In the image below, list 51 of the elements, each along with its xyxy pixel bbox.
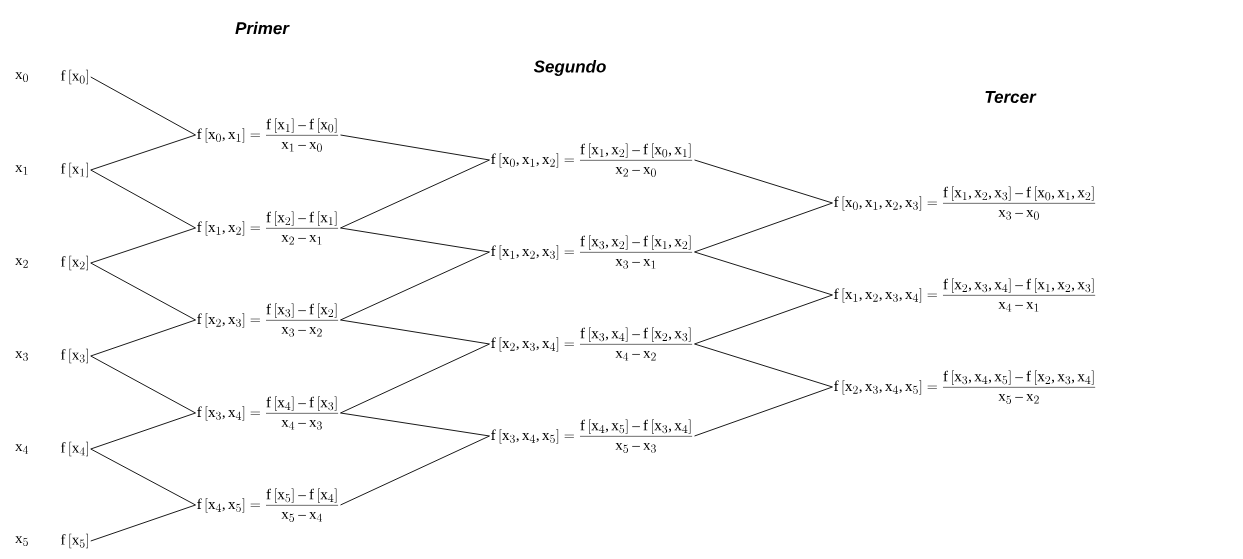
formula: $f\left[x_{2},x_{3},x_{4},x_{5}\right]=\frac{f\left[x_{3},x_{4},x_{5}\right]-f\left[x_{2},x_{3},x_{4}\right]}{x_{5}-x_{2}}$ [834,370,1096,404]
connector-line [340,251,490,321]
connector-line [90,448,196,506]
formula: $f\left[x_{1},x_{2}\right]=\frac{f\left[x_{2}\right]-f\left[x_{1}\right]}{x_{2}-x_{1}}$ [197,211,339,245]
connector-line [340,343,490,414]
connector-line [90,319,196,357]
connector-line [90,227,196,264]
formula: $f\left[x_{3},x_{4},x_{5}\right]=\frac{f\left[x_{4},x_{5}\right]-f\left[x_{3},x_{4}\right]}{x_{5}-x_{3}}$ [491,419,693,453]
connector-line [340,227,490,253]
value-label: $f\left[x_{5}\right]$ [60,533,88,549]
node-label: $x_{2}$ [15,258,28,268]
value-label: $f\left[x_{1}\right]$ [60,162,88,178]
connector-line [90,76,196,136]
node-label: $x_{4}$ [15,444,29,454]
connector-line [90,412,196,450]
connector-line [90,355,196,414]
formula: $f\left[x_{0},x_{1}\right]=\frac{f\left[x_{1}\right]-f\left[x_{0}\right]}{x_{1}-x_{0}}$ [197,118,339,152]
connector-line [90,504,196,542]
column-heading: Tercer [985,91,1037,103]
connector-line [694,251,833,296]
connector-line [90,262,196,321]
formula: $f\left[x_{1},x_{2},x_{3}\right]=\frac{f\left[x_{3},x_{2}\right]-f\left[x_{1},x_{2}\right]}{x_{3}-x_{1}}$ [491,235,693,269]
formula: $f\left[x_{2},x_{3}\right]=\frac{f\left[x_{3}\right]-f\left[x_{2}\right]}{x_{3}-x_{2}}$ [197,303,339,337]
column-heading: Primer [235,21,290,35]
connector-line [694,294,833,345]
connector-line [340,412,490,437]
node-label: $x_{3}$ [15,351,28,362]
connector-line [90,134,196,171]
value-label: $f\left[x_{4}\right]$ [60,441,88,457]
connector-line [90,169,196,229]
value-label: $f\left[x_{0}\right]$ [60,69,88,85]
formula: $f\left[x_{1},x_{2},x_{3},x_{4}\right]=\frac{f\left[x_{2},x_{3},x_{4}\right]-f\left[x_{1},x_{2},x_{3}\right]}{x_{4}-x_{1}}$ [834,278,1096,312]
connector-line [340,159,490,229]
connector-line [694,343,833,388]
node-label: $x_{0}$ [15,72,28,83]
connector-line [694,386,833,437]
formula: $f\left[x_{3},x_{4}\right]=\frac{f\left[x_{4}\right]-f\left[x_{3}\right]}{x_{4}-x_{3}}$ [197,396,339,430]
connector-line [340,435,490,506]
node-label: $x_{5}$ [15,536,28,547]
connector-line [340,319,490,345]
value-label: $f\left[x_{2}\right]$ [60,255,88,271]
connector-line [694,202,833,253]
formula: $f\left[x_{4},x_{5}\right]=\frac{f\left[x_{5}\right]-f\left[x_{4}\right]}{x_{5}-x_{4}}$ [197,488,339,522]
formula: $f\left[x_{2},x_{3},x_{4}\right]=\frac{f\left[x_{3},x_{4}\right]-f\left[x_{2},x_{3}\right]}{x_{4}-x_{2}}$ [491,327,693,361]
formula: $f\left[x_{0},x_{1},x_{2},x_{3}\right]=\frac{f\left[x_{1},x_{2},x_{3}\right]-f\left[x_{0},x_{1},x_{2}\right]}{x_{3}-x_{0}}$ [834,186,1096,220]
column-heading: Segundo [533,60,606,76]
connector-line [340,134,490,161]
node-label: $x_{1}$ [15,165,28,175]
connector-line [694,159,833,204]
formula: $f\left[x_{0},x_{1},x_{2}\right]=\frac{f\left[x_{1},x_{2}\right]-f\left[x_{0},x_{1}\right]}{x_{2}-x_{0}}$ [491,143,693,177]
value-label: $f\left[x_{3}\right]$ [60,348,88,364]
